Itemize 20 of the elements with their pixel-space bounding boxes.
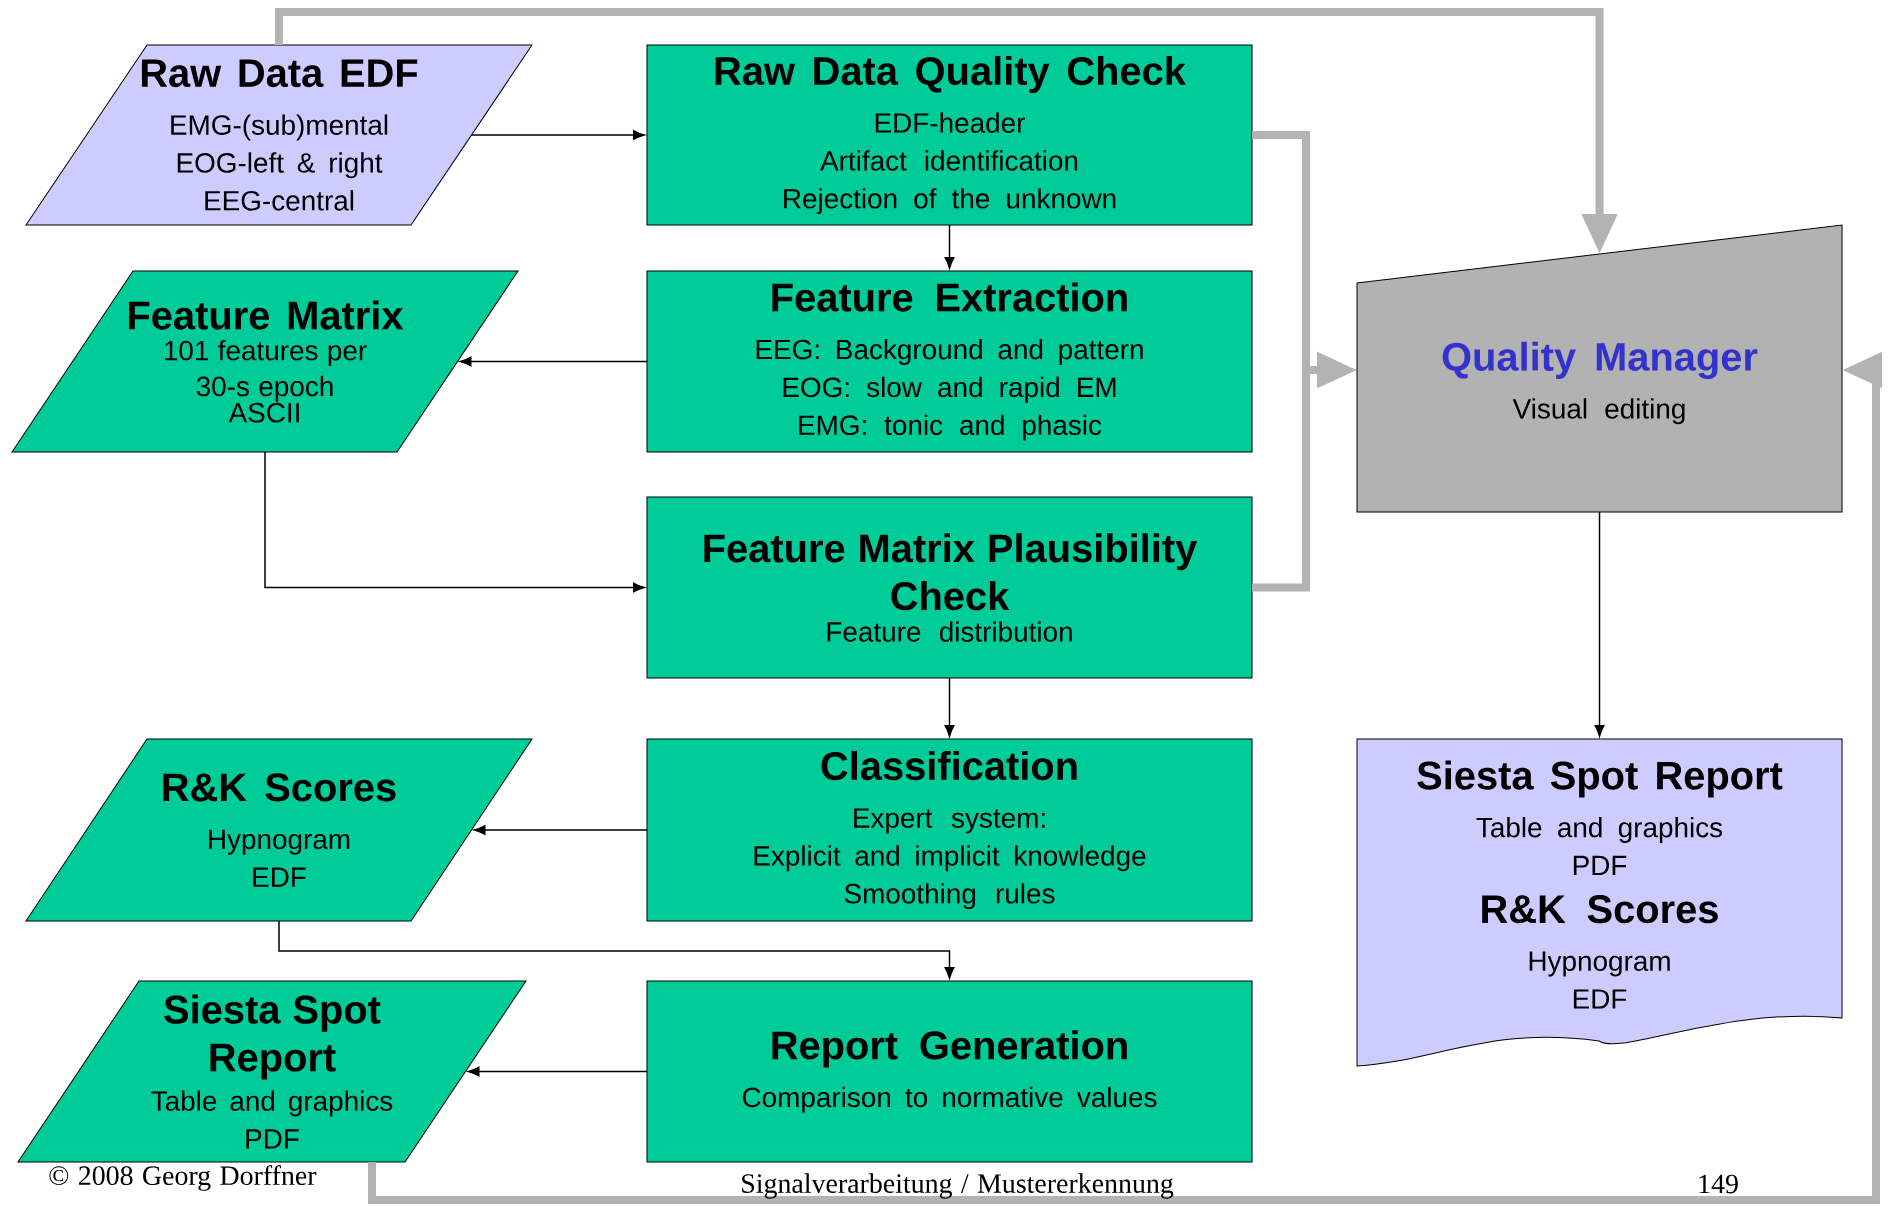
data-parallelogram: Raw Data EDF EMG-(sub)mental EOG-left & right EEG-central [25,44,533,226]
process-box: Report Generation Comparison to normative values [646,980,1253,1163]
process-box: Raw Data Quality Check EDF-header Artifact identification Rejection of the unknown [646,44,1253,226]
arrow [473,825,648,835]
arrow [264,451,645,593]
arrow [278,920,955,979]
process-box: Classification Expert system: Explicit and implicit knowledge Smoothing rules [646,738,1253,922]
page-number: 149 [1699,1174,1738,1194]
data-parallelogram: Siesta Spot Report Table and graphics PDF [17,980,527,1163]
footer-text: Signalverarbeitung / Mustererkennung [742,1173,1174,1199]
arrow [467,1066,648,1077]
arrow [470,130,645,140]
data-parallelogram: Feature Matrix 101 features per 30-s epoch ASCII [11,270,519,453]
arrow [1594,511,1605,737]
arrow [944,224,955,269]
arrow [944,677,955,737]
process-box: Feature Extraction EEG: Background and pattern EOG: slow and rapid EM EMG: tonic and phasic [646,270,1253,453]
arrow [459,356,648,367]
process-box: Feature Matrix Plausibility Check Feature distribution [646,496,1253,679]
data-parallelogram: R&K Scores Hypnogram EDF [25,738,533,922]
